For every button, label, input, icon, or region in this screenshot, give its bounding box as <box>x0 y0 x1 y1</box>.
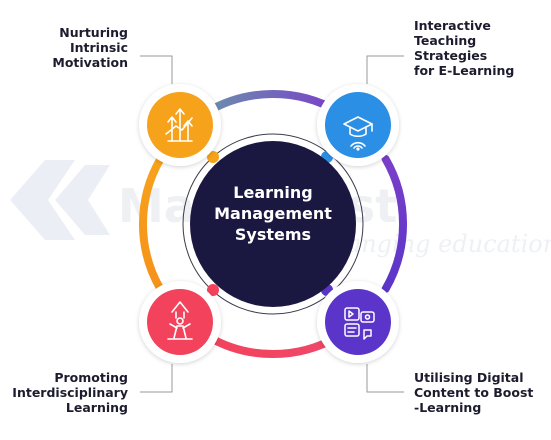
label-line: Interdisciplinary <box>12 385 128 400</box>
connector-top-left <box>140 55 173 84</box>
dot-bottom-left <box>207 284 219 296</box>
connector-bottom-left <box>140 364 173 393</box>
label-line: Teaching <box>414 33 477 48</box>
label-line: Promoting <box>54 370 128 385</box>
node-bottom-right <box>317 281 399 363</box>
label-line: Interactive <box>414 18 491 33</box>
label-line: -Learning <box>414 400 482 415</box>
label-bottom-right: Utilising Digital Content to Boost -Lear… <box>414 370 533 415</box>
watermark-tagline: changing education... <box>318 230 551 258</box>
inner-ring <box>182 133 364 315</box>
ring-arc-top <box>204 90 342 116</box>
node-bottom-left <box>139 281 221 363</box>
center-title-line-1: Learning <box>233 183 313 202</box>
center-title-line-2: Management <box>214 204 332 223</box>
node-top-left <box>139 84 221 166</box>
label-top-right: Interactive Teaching Strategies for E-Le… <box>414 18 514 78</box>
dot-top-left <box>207 151 219 163</box>
ring-arc-left <box>139 155 165 293</box>
ring-arc-bottom <box>204 332 342 358</box>
watermark-logo-icon <box>10 160 110 240</box>
node-top-right <box>317 84 399 166</box>
label-line: Intrinsic <box>69 40 128 55</box>
label-line: Content to Boost <box>414 385 534 400</box>
label-bottom-left: Promoting Interdisciplinary Learning <box>12 370 128 415</box>
label-line: Nurturing <box>59 25 128 40</box>
connectors <box>140 55 404 393</box>
label-line: for E-Learning <box>414 63 515 78</box>
center-title-line-3: Systems <box>234 225 312 244</box>
label-line: Utilising Digital <box>414 370 524 385</box>
connector-top-right <box>366 55 404 84</box>
center-circle <box>190 141 356 307</box>
graduation-cap-wifi-icon <box>343 116 373 151</box>
person-growth-icon <box>167 301 193 340</box>
digital-content-icon <box>344 307 375 340</box>
ring-arc-right <box>381 155 407 293</box>
label-line: Motivation <box>52 55 128 70</box>
center-title: Learning Management Systems <box>188 182 358 245</box>
connector-bottom-right <box>366 364 404 393</box>
growth-arrows-icon <box>165 108 193 142</box>
label-line: Learning <box>65 400 128 415</box>
label-line: Strategies <box>414 48 488 63</box>
label-top-left: Nurturing Intrinsic Motivation <box>52 25 128 70</box>
